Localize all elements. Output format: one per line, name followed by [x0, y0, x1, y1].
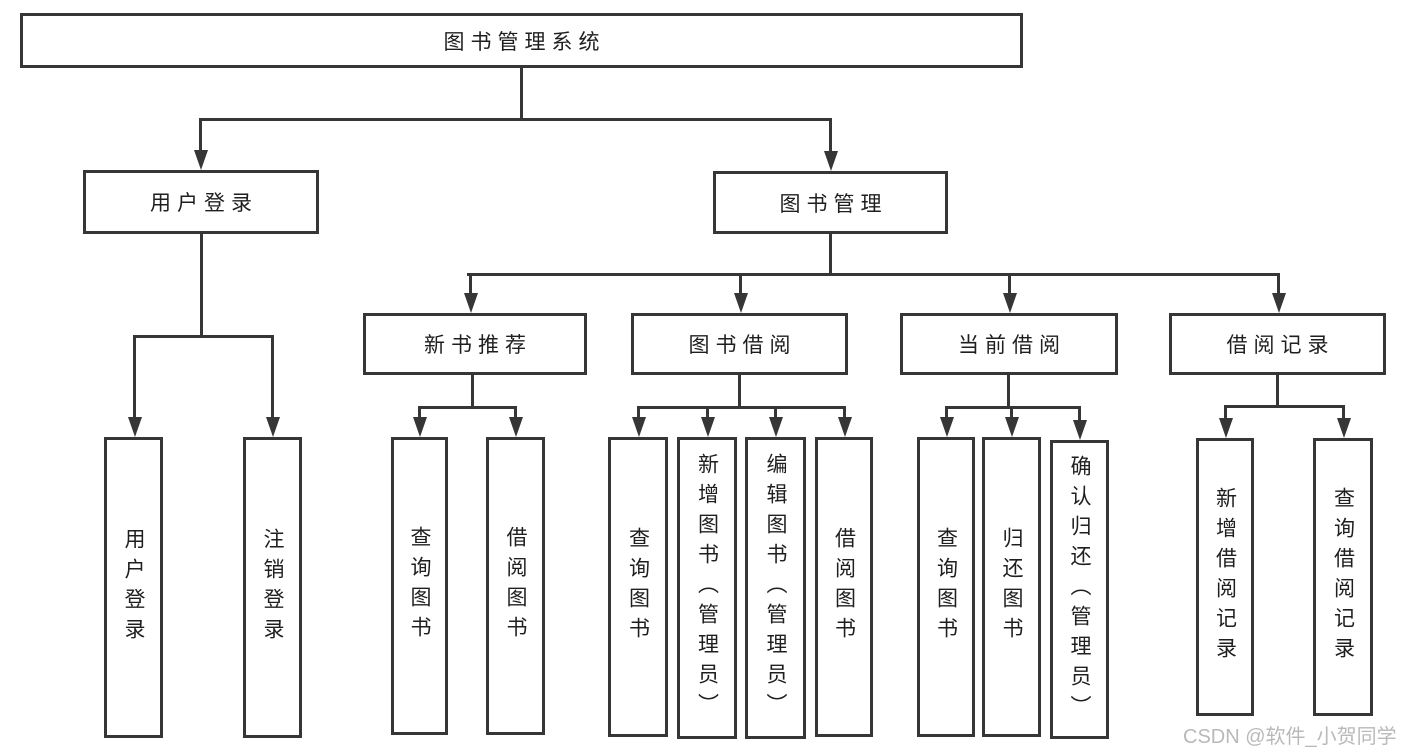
arrow-down-icon	[940, 417, 954, 437]
leaf-add-borrow-record: 新增借阅记录	[1196, 438, 1254, 716]
leaf-label: 查询图书	[934, 527, 958, 647]
node-new-book-recommend: 新书推荐	[363, 313, 587, 375]
leaf-borrow-books: 借阅图书	[815, 437, 873, 737]
connector-to-leaf	[1010, 406, 1013, 419]
connector-to-leaf	[774, 406, 777, 419]
connector-to-leaf	[514, 406, 517, 419]
leaf-label: 查询图书	[626, 527, 650, 647]
node-book-borrow: 图书借阅	[631, 313, 848, 375]
connector-to-leaf	[945, 406, 948, 419]
arrow-down-icon	[1219, 418, 1233, 438]
connector-current-borrow-stub	[1007, 375, 1010, 408]
node-new-book-recommend-label: 新书推荐	[424, 334, 532, 357]
connector-book-borrow-rail	[637, 406, 845, 409]
node-book-management: 图书管理	[713, 171, 948, 234]
leaf-label: 编辑图书（管理员）	[764, 453, 787, 723]
leaf-label: 查询借阅记录	[1331, 487, 1355, 667]
leaf-query-books-current: 查询图书	[917, 437, 975, 737]
leaf-confirm-return-admin: 确认归还（管理员）	[1050, 440, 1109, 739]
arrow-down-icon	[509, 417, 523, 437]
leaf-return-books: 归还图书	[982, 437, 1041, 737]
arrow-down-icon	[1337, 418, 1351, 438]
connector-to-user-login	[199, 118, 202, 152]
connector-book-management-stub	[829, 234, 832, 275]
connector-book-borrow-stub	[738, 375, 741, 408]
leaf-label: 归还图书	[1000, 527, 1023, 647]
leaf-label: 注销登录	[261, 527, 284, 648]
node-root-label: 图书管理系统	[443, 30, 606, 54]
connector-to-leaf	[1078, 406, 1081, 422]
node-user-login: 用户登录	[83, 170, 319, 234]
connector-user-login-rail	[133, 335, 272, 338]
connector-to-module	[1277, 273, 1280, 295]
connector-borrow-record-rail	[1224, 405, 1342, 408]
leaf-label: 借阅图书	[832, 527, 856, 647]
leaf-logout: 注销登录	[243, 437, 302, 738]
leaf-label: 新增借阅记录	[1213, 487, 1237, 667]
node-borrow-record: 借阅记录	[1169, 313, 1386, 375]
arrow-down-icon	[464, 293, 478, 313]
leaf-add-books-admin: 新增图书（管理员）	[677, 437, 737, 739]
connector-to-leaf	[271, 335, 274, 419]
connector-borrow-record-stub	[1276, 375, 1279, 407]
connector-to-leaf	[1342, 405, 1345, 419]
connector-to-leaf	[706, 406, 709, 419]
leaf-label: 新增图书（管理员）	[695, 453, 719, 723]
node-user-login-label: 用户登录	[150, 192, 258, 215]
arrow-down-icon	[734, 293, 748, 313]
arrow-down-icon	[1073, 420, 1087, 440]
node-current-borrow: 当前借阅	[900, 313, 1118, 375]
csdn-watermark: CSDN @软件_小贺同学	[1183, 726, 1397, 747]
leaf-borrow-books-recommend: 借阅图书	[486, 437, 545, 735]
connector-to-leaf	[418, 406, 421, 419]
node-borrow-record-label: 借阅记录	[1226, 334, 1335, 357]
connector-level1-rail	[199, 118, 832, 121]
leaf-label: 查询图书	[408, 526, 431, 646]
connector-to-module	[469, 273, 472, 295]
node-book-management-label: 图书管理	[779, 192, 888, 216]
leaf-query-books-recommend: 查询图书	[391, 437, 448, 735]
arrow-down-icon	[413, 417, 427, 437]
arrow-down-icon	[128, 417, 142, 437]
arrow-down-icon	[1005, 417, 1019, 437]
leaf-label: 借阅图书	[504, 526, 527, 646]
leaf-edit-books-admin: 编辑图书（管理员）	[745, 437, 806, 739]
connector-modules-rail	[467, 273, 1280, 276]
arrow-down-icon	[632, 417, 646, 437]
connector-to-leaf	[637, 406, 640, 419]
leaf-query-books-borrow: 查询图书	[608, 437, 668, 737]
arrow-down-icon	[1272, 293, 1286, 313]
node-book-borrow-label: 图书借阅	[688, 334, 797, 357]
connector-to-leaf	[843, 406, 846, 419]
arrow-down-icon	[1003, 293, 1017, 313]
leaf-user-login: 用户登录	[104, 437, 163, 738]
connector-user-login-stub	[200, 234, 203, 335]
node-root: 图书管理系统	[20, 13, 1023, 68]
connector-new-book-stub	[471, 375, 474, 408]
connector-to-module	[1008, 273, 1011, 295]
arrow-down-icon	[838, 417, 852, 437]
connector-root-stub	[520, 68, 523, 118]
arrow-down-icon	[701, 417, 715, 437]
arrow-down-icon	[266, 417, 280, 437]
connector-to-leaf	[133, 335, 136, 419]
connector-to-book-management	[829, 118, 832, 152]
arrow-down-icon	[769, 417, 783, 437]
arrow-down-icon	[824, 151, 838, 171]
arrow-down-icon	[194, 150, 208, 170]
connector-to-module	[739, 273, 742, 295]
leaf-label: 用户登录	[122, 527, 145, 648]
leaf-label: 确认归还（管理员）	[1068, 454, 1091, 725]
node-current-borrow-label: 当前借阅	[958, 334, 1066, 357]
connector-new-book-rail	[418, 406, 516, 409]
connector-to-leaf	[1224, 405, 1227, 419]
leaf-query-borrow-record: 查询借阅记录	[1313, 438, 1373, 716]
